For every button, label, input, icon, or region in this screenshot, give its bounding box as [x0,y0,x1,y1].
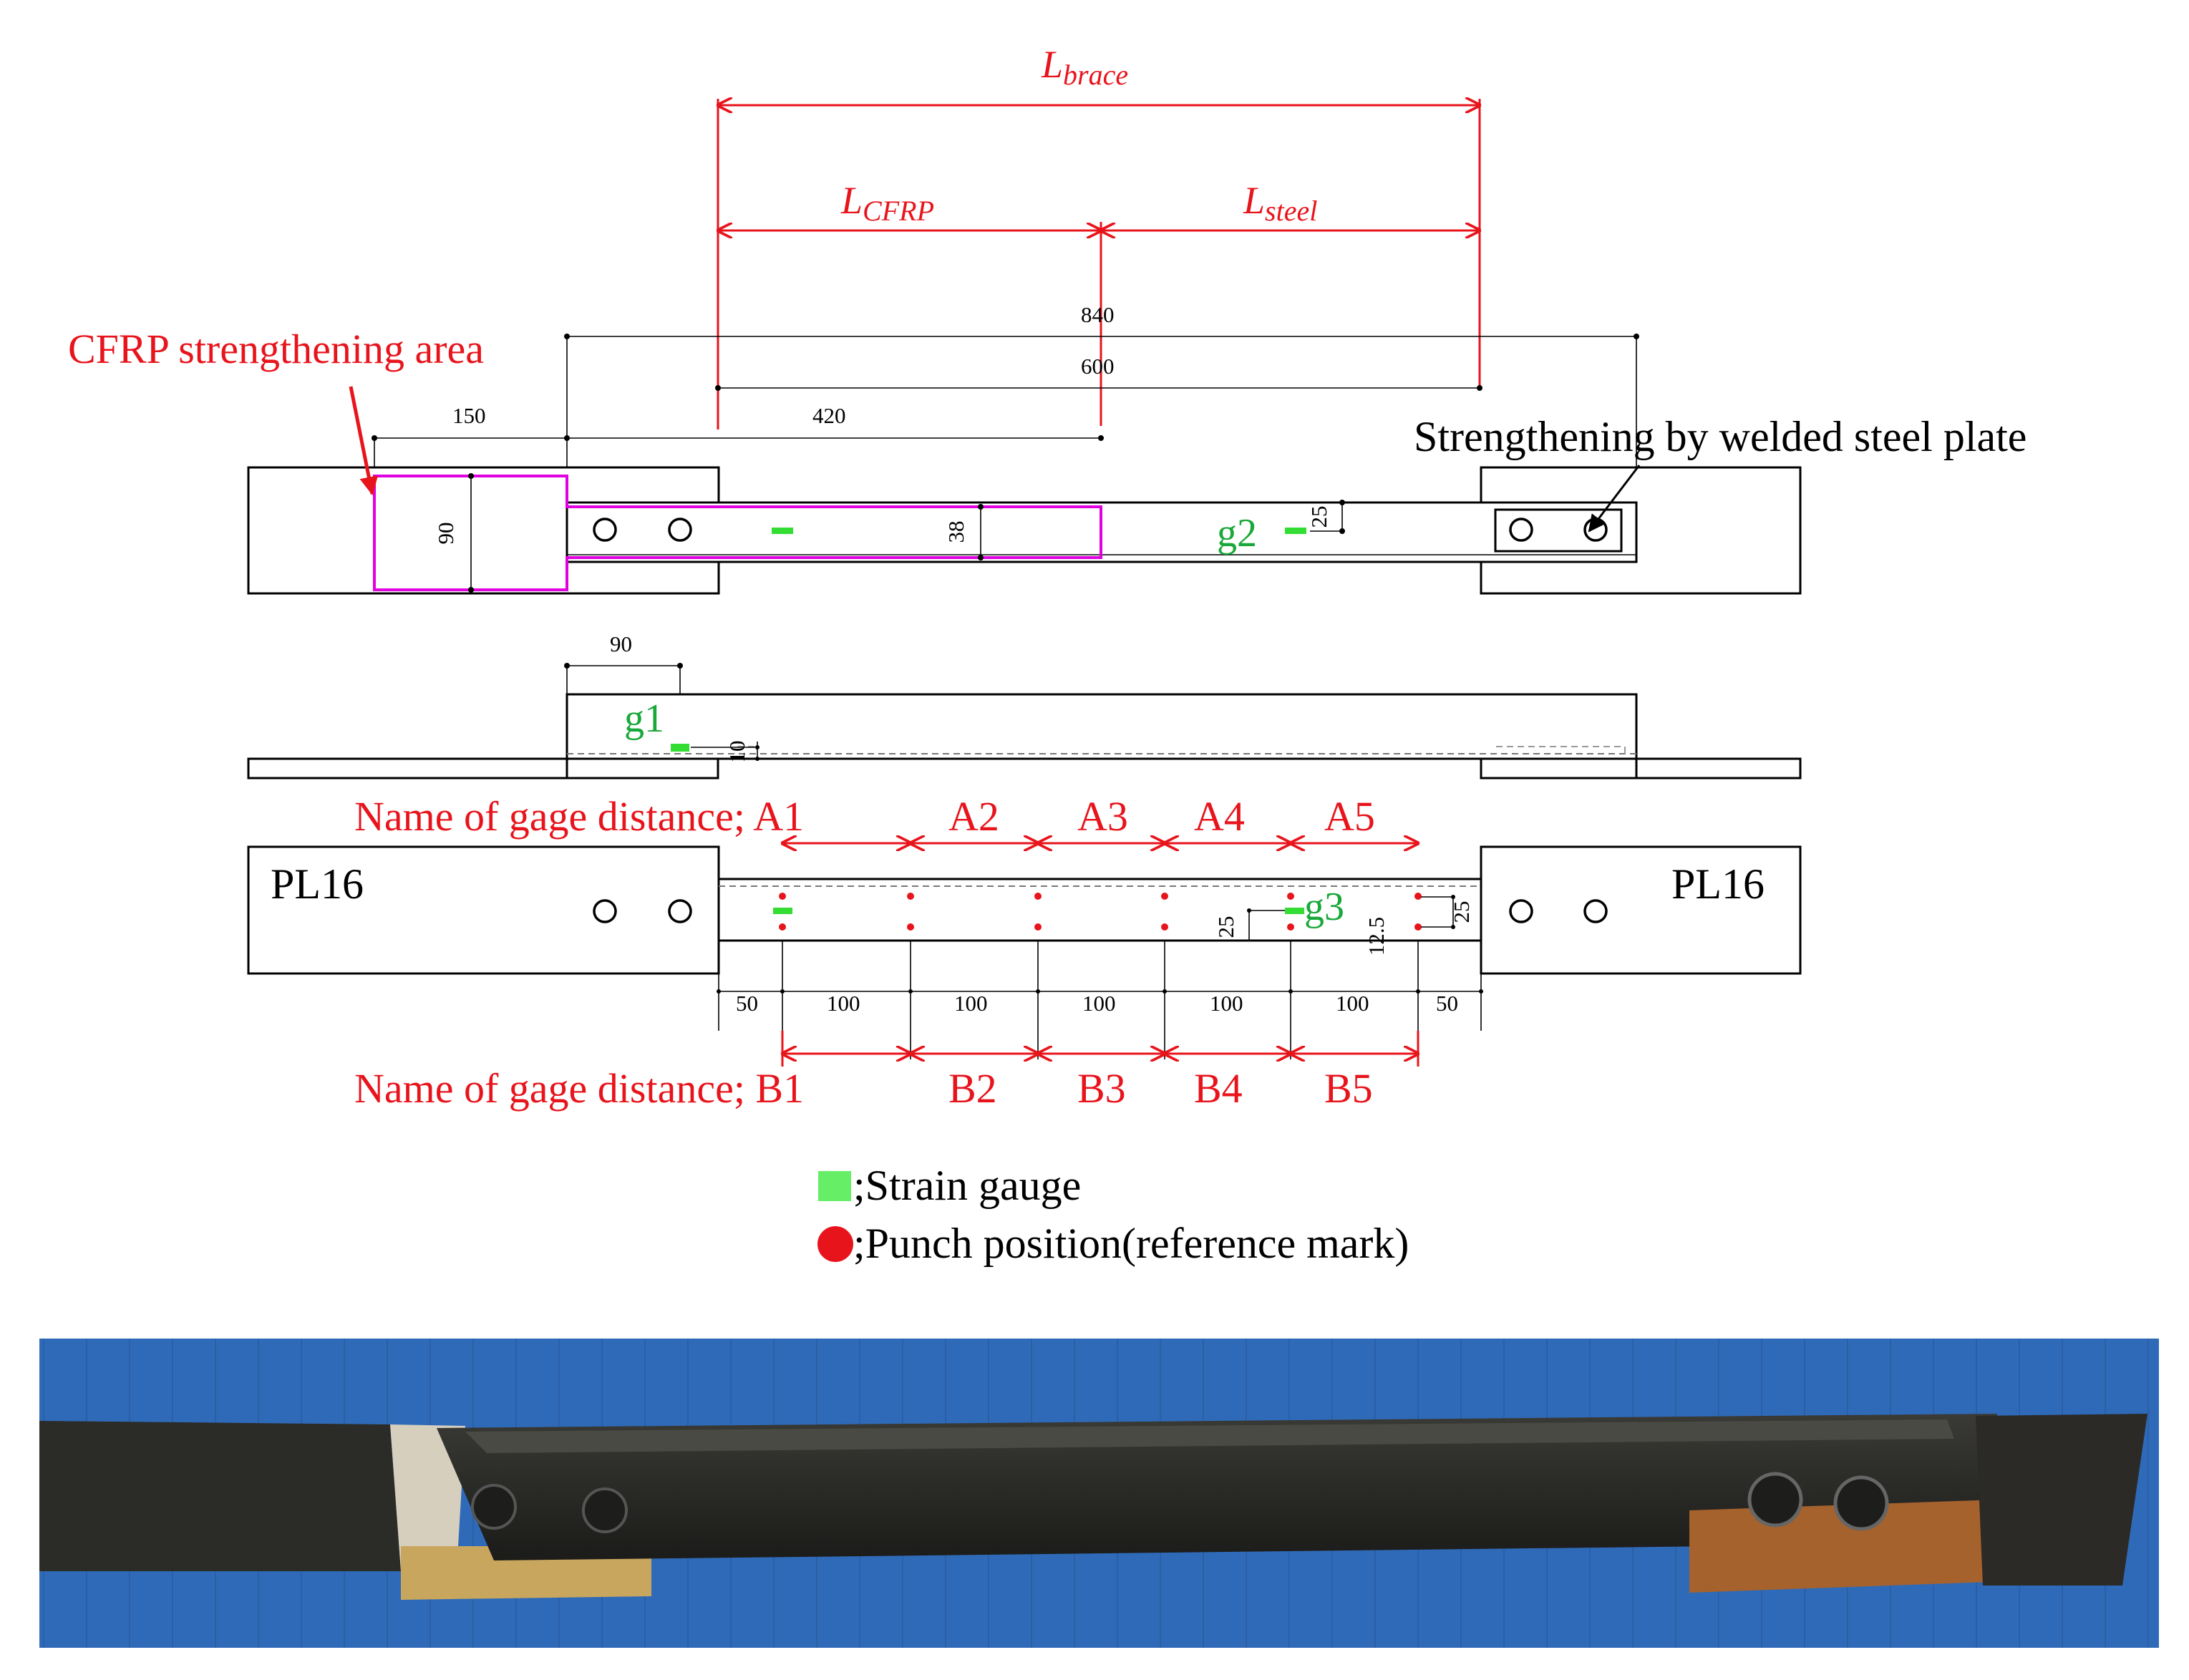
dim-spacing: 50 [736,991,758,1016]
bolt-hole [593,518,617,542]
left-gusset-side [247,757,568,780]
strain-gauge-mark [772,528,793,534]
gage-name-b4: B4 [1194,1065,1243,1112]
gauge-g3-label: g3 [1304,885,1344,929]
dim-150: 150 [452,403,486,428]
pl16-right-label: PL16 [1671,860,1765,908]
right-gusset-side [1635,757,1802,780]
legend: ;Strain gauge ;Punch position(reference … [817,1162,1409,1267]
gage-name-a5: A5 [1324,793,1375,840]
strain-gauge-mark [1285,908,1304,914]
gage-b-label: Name of gage distance; B1 [354,1065,804,1112]
welded-plate-callout: Strengthening by welded steel plate [1414,413,2027,533]
plan-view: 840 600 150 420 90 38 g2 [247,302,1802,595]
bolt-hole [1509,518,1533,542]
pl16-left-label: PL16 [271,860,364,908]
punch-marks [779,893,1422,931]
gauge-g2-label: g2 [1217,511,1257,555]
l-brace-label: Lbrace [1041,43,1128,91]
bolt-hole [668,899,692,923]
gage-name-b3: B3 [1077,1065,1126,1112]
bolt-hole [1509,899,1533,923]
welded-plate-label: Strengthening by welded steel plate [1414,413,2027,460]
legend-strain-gauge-swatch [818,1171,851,1201]
dim-840: 840 [1081,302,1115,327]
dim-spacing: 100 [827,991,860,1016]
gage-name-a4: A4 [1194,793,1245,840]
dim-spacing: 100 [1082,991,1116,1016]
bottom-view: Name of gage distance; A1 A2 A3 A4 A5 PL… [247,793,1802,1112]
gauge-g1-label: g1 [624,696,664,741]
dim-25-bottom-right: 25 [1449,901,1474,923]
dim-90-side: 90 [610,631,632,656]
side-view: 90 g1 10 [247,631,1802,780]
l-steel-label: Lsteel [1243,179,1317,227]
bolt-photo [471,1484,517,1530]
legend-punch-label: ;Punch position(reference mark) [853,1220,1409,1267]
bolt-hole [1583,899,1608,923]
strain-gauge-mark [773,908,792,914]
dim-600: 600 [1081,354,1115,379]
dim-90-top: 90 [433,523,458,545]
dim-12-5: 12.5 [1364,917,1389,956]
dim-spacing: 100 [1336,991,1369,1016]
legend-strain-gauge-label: ;Strain gauge [853,1162,1081,1209]
dim-10: 10 [724,741,749,763]
cfrp-strengthening-outline [373,475,1102,591]
gage-name-a3: A3 [1077,793,1128,840]
legend-punch-swatch [817,1226,853,1262]
gage-name-b2: B2 [948,1065,997,1112]
gage-name-a2: A2 [948,793,999,840]
strain-gauge-mark [1285,528,1306,534]
bolt-photo [1833,1475,1889,1531]
dim-spacing: 100 [1210,991,1243,1016]
l-cfrp-label: LCFRP [840,179,934,227]
bolt-photo [582,1487,628,1533]
bolt-photo [1747,1472,1803,1528]
brace-core-bottom [717,878,1482,942]
dim-38: 38 [943,521,969,543]
gage-name-b5: B5 [1324,1065,1373,1112]
welded-steel-plate [1494,508,1623,553]
gage-a-label: Name of gage distance; A1 [354,793,804,840]
brace-core-side [566,693,1638,760]
length-brace-group: Lbrace [718,43,1480,429]
length-cfrp-steel-group: LCFRP Lsteel [718,179,1480,426]
bolt-hole [668,518,692,542]
strain-gauge-mark [671,744,689,752]
bolt-hole [593,899,617,923]
specimen-photo [39,1339,2159,1648]
dim-spacing: 50 [1436,991,1458,1016]
dim-25-top: 25 [1306,506,1331,528]
dim-spacing: 100 [954,991,988,1016]
dim-420: 420 [812,403,846,428]
dim-25-bottom-left: 25 [1213,916,1238,938]
cfrp-area-label: CFRP strengthening area [68,326,484,372]
right-plate-pl16 [1480,845,1802,975]
cfrp-area-callout: CFRP strengthening area [68,326,484,496]
